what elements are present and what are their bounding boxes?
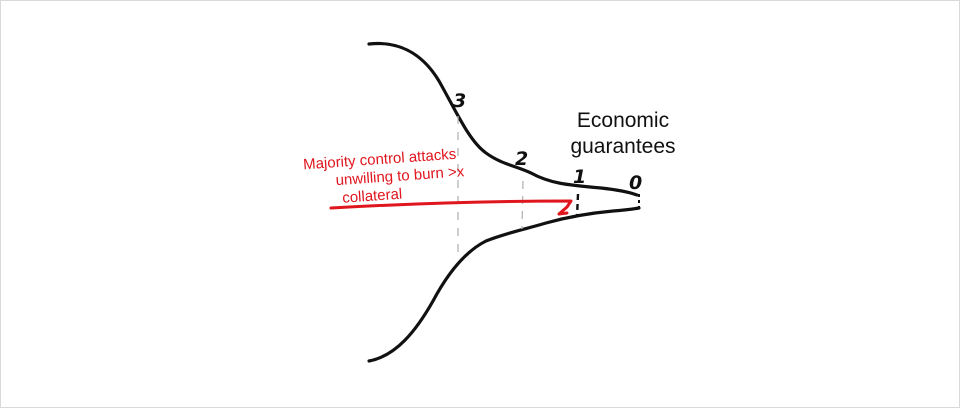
level-2-guide [521, 180, 524, 230]
title-line: Economic [576, 109, 670, 132]
economic-guarantees-label: Economic guarantees [553, 108, 693, 160]
funnel-upper-curve [367, 41, 639, 197]
funnel-lower-curve [367, 206, 641, 363]
title-line: guarantees [570, 135, 676, 158]
level-1-guide [575, 193, 580, 218]
level-label-3: 3 [453, 90, 466, 112]
level-label-0: 0 [629, 172, 642, 194]
level-label-2: 2 [515, 148, 528, 170]
level-label-1: 1 [573, 166, 586, 188]
attack-arrow [329, 199, 573, 216]
